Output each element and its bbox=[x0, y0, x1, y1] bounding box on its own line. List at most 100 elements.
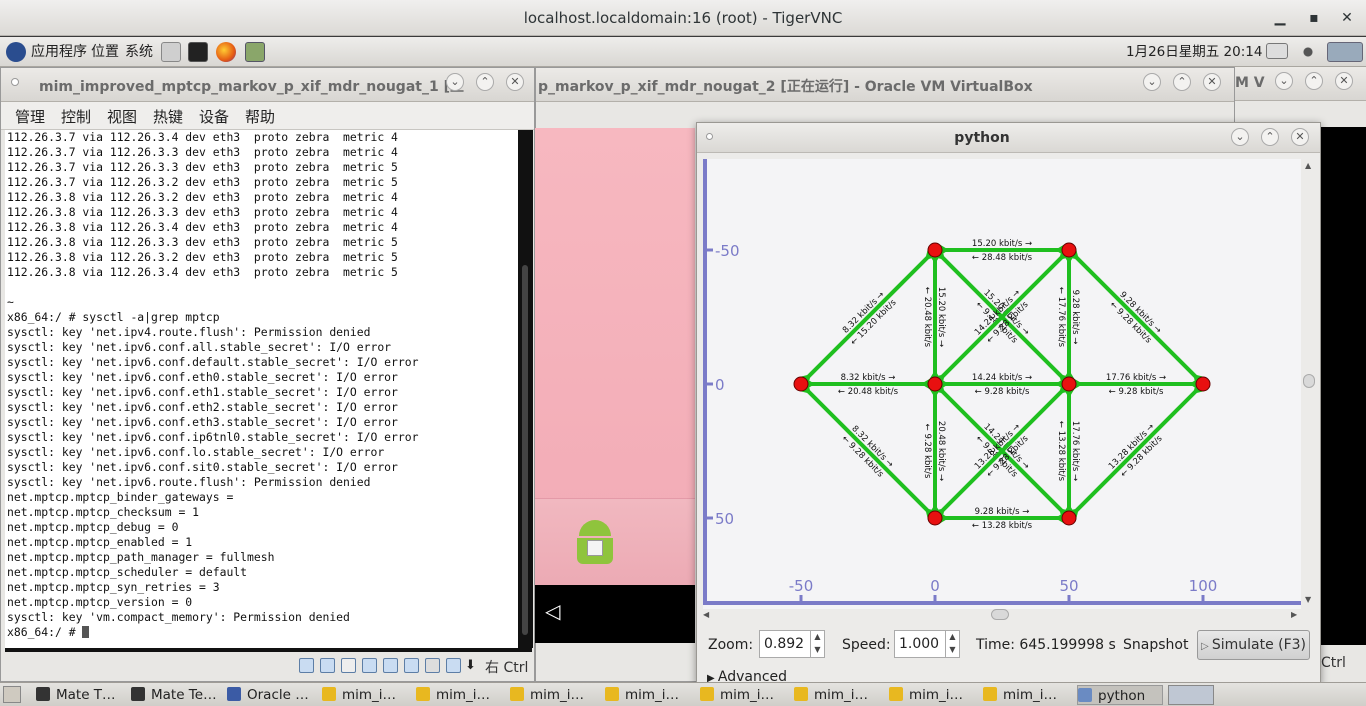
vbox2-minimize-button[interactable]: ⌄ bbox=[1143, 73, 1161, 91]
window-menu-icon[interactable] bbox=[706, 133, 713, 140]
link-forward-rate: 9.28 kbit/s → bbox=[975, 507, 1030, 517]
usb-icon[interactable] bbox=[383, 658, 398, 673]
screenshot-tool-icon[interactable] bbox=[245, 42, 265, 62]
taskbar-item[interactable]: mim_i… bbox=[794, 685, 880, 705]
text-editor-icon[interactable] bbox=[161, 42, 181, 62]
taskbar-item[interactable]: Mate Te… bbox=[131, 685, 219, 705]
vbox3-minimize-button[interactable]: ⌄ bbox=[1275, 72, 1293, 90]
back-icon[interactable]: ◁ bbox=[545, 599, 561, 623]
network-icon[interactable] bbox=[1327, 42, 1363, 62]
vbox1-minimize-button[interactable]: ⌄ bbox=[446, 73, 464, 91]
terminal-line: 112.26.3.8 via 112.26.3.3 dev eth3 proto… bbox=[7, 235, 398, 249]
terminal-icon[interactable] bbox=[188, 42, 208, 62]
menu-devices[interactable]: 设备 bbox=[199, 108, 230, 126]
show-desktop-icon[interactable] bbox=[3, 686, 21, 703]
link-forward-rate: 14.24 kbit/s → bbox=[972, 373, 1032, 383]
taskbar-item[interactable]: Oracle … bbox=[227, 685, 315, 705]
taskbar-item[interactable]: mim_i… bbox=[983, 685, 1069, 705]
shared-folders-icon[interactable] bbox=[404, 658, 419, 673]
taskbar-item[interactable]: Mate T… bbox=[36, 685, 124, 705]
zoom-stepper[interactable]: ▲▼ bbox=[810, 630, 824, 658]
firefox-icon[interactable] bbox=[216, 42, 236, 62]
snapshot-button[interactable]: Snapshot bbox=[1123, 637, 1189, 653]
zoom-spinbox[interactable]: 0.892 ▲▼ bbox=[759, 630, 825, 658]
canvas-vertical-scrollbar[interactable]: ▲ ▼ bbox=[1303, 159, 1315, 609]
vnc-close-button[interactable]: ✕ bbox=[1341, 10, 1353, 26]
vbox1-maximize-button[interactable]: ⌃ bbox=[476, 73, 494, 91]
mouse-integration-icon[interactable] bbox=[425, 658, 440, 673]
menu-help[interactable]: 帮助 bbox=[245, 108, 276, 126]
optical-drive-icon[interactable] bbox=[320, 658, 335, 673]
taskbar-item[interactable]: mim_i… bbox=[605, 685, 691, 705]
menu-system[interactable]: 系统 bbox=[125, 44, 153, 60]
terminal-line: 112.26.3.8 via 112.26.3.4 dev eth3 proto… bbox=[7, 220, 398, 234]
taskbar-item-label: mim_i… bbox=[1003, 687, 1058, 703]
network-node bbox=[1061, 376, 1077, 392]
vbox3-maximize-button[interactable]: ⌃ bbox=[1305, 72, 1323, 90]
scroll-down-icon[interactable]: ▼ bbox=[1305, 595, 1312, 604]
audio-icon[interactable] bbox=[341, 658, 356, 673]
canvas-horizontal-scrollbar[interactable]: ◀ ▶ bbox=[703, 609, 1301, 621]
vnc-minimize-button[interactable]: ▁ bbox=[1274, 10, 1286, 26]
taskbar-item[interactable]: mim_i… bbox=[700, 685, 786, 705]
taskbar-item-label: Oracle … bbox=[247, 687, 309, 703]
vbox2-close-button[interactable]: ✕ bbox=[1203, 73, 1221, 91]
vbox2-maximize-button[interactable]: ⌃ bbox=[1173, 73, 1191, 91]
simulate-button[interactable]: ▷ Simulate (F3) bbox=[1197, 630, 1310, 660]
vbox3-close-button[interactable]: ✕ bbox=[1335, 72, 1353, 90]
menu-view[interactable]: 视图 bbox=[107, 108, 138, 126]
android-app-icon[interactable] bbox=[573, 520, 617, 572]
vbox3-host-key: Ctrl bbox=[1321, 655, 1346, 671]
terminal-scrollbar[interactable] bbox=[519, 130, 533, 648]
speed-spinbox[interactable]: 1.000 ▲▼ bbox=[894, 630, 960, 658]
menu-control[interactable]: 控制 bbox=[61, 108, 92, 126]
link-reverse-rate: ← 9.28 kbit/s bbox=[922, 424, 932, 479]
vbox3-screen[interactable] bbox=[1321, 127, 1366, 645]
window-menu-icon[interactable] bbox=[11, 78, 19, 86]
python-close-button[interactable]: ✕ bbox=[1291, 128, 1309, 146]
vbox1-close-button[interactable]: ✕ bbox=[506, 73, 524, 91]
network-adapter-icon[interactable] bbox=[362, 658, 377, 673]
vnc-maximize-button[interactable]: ▪ bbox=[1309, 10, 1319, 26]
speed-stepper[interactable]: ▲▼ bbox=[945, 630, 959, 658]
scroll-left-icon[interactable]: ◀ bbox=[703, 610, 710, 619]
python-minimize-button[interactable]: ⌄ bbox=[1231, 128, 1249, 146]
terminal-line: 112.26.3.8 via 112.26.3.2 dev eth3 proto… bbox=[7, 250, 398, 264]
taskbar-item-label: mim_i… bbox=[814, 687, 869, 703]
link-forward-rate: 8.32 kbit/s → bbox=[841, 373, 896, 383]
scroll-right-icon[interactable]: ▶ bbox=[1291, 610, 1298, 619]
workspace-switcher[interactable] bbox=[1168, 685, 1214, 705]
terminal-scroll-thumb[interactable] bbox=[522, 265, 528, 635]
volume-icon[interactable] bbox=[1295, 42, 1321, 62]
keyboard-capture-icon[interactable] bbox=[446, 658, 461, 673]
link-reverse-rate: ← 9.28 kbit/s bbox=[975, 387, 1030, 397]
guest-terminal[interactable]: 112.26.3.7 via 112.26.3.4 dev eth3 proto… bbox=[5, 130, 533, 648]
network-node bbox=[927, 376, 943, 392]
taskbar-app-icon bbox=[794, 687, 808, 701]
menu-applications[interactable]: 应用程序 bbox=[31, 44, 87, 60]
advanced-expander[interactable]: ▶ Advanced bbox=[707, 669, 787, 685]
link-label-group: 15.20 kbit/s →← 28.48 kbit/s bbox=[972, 239, 1033, 263]
panel-clock[interactable]: 1月26日星期五 20:14 bbox=[1126, 44, 1263, 60]
advanced-label: Advanced bbox=[717, 669, 788, 685]
android-screen[interactable] bbox=[535, 128, 695, 643]
hard-disk-icon[interactable] bbox=[299, 658, 314, 673]
python-maximize-button[interactable]: ⌃ bbox=[1261, 128, 1279, 146]
taskbar-item[interactable]: mim_i… bbox=[416, 685, 502, 705]
hscroll-thumb[interactable] bbox=[991, 609, 1009, 620]
expander-arrow-icon: ▶ bbox=[707, 673, 718, 684]
taskbar-item[interactable]: mim_i… bbox=[322, 685, 408, 705]
scroll-up-icon[interactable]: ▲ bbox=[1305, 161, 1312, 170]
taskbar-item[interactable]: mim_i… bbox=[510, 685, 596, 705]
menu-manage[interactable]: 管理 bbox=[15, 108, 46, 126]
menu-hotkey[interactable]: 热键 bbox=[153, 108, 184, 126]
menu-places[interactable]: 位置 bbox=[91, 44, 119, 60]
fedora-logo-icon[interactable] bbox=[6, 42, 26, 62]
terminal-line: net.mptcp.mptcp_version = 0 bbox=[7, 595, 193, 609]
vscroll-thumb[interactable] bbox=[1303, 374, 1315, 388]
taskbar-item[interactable]: mim_i… bbox=[889, 685, 975, 705]
taskbar-item[interactable]: python bbox=[1077, 685, 1163, 705]
terminal-cursor bbox=[82, 626, 90, 638]
keyboard-icon[interactable] bbox=[1266, 43, 1288, 59]
